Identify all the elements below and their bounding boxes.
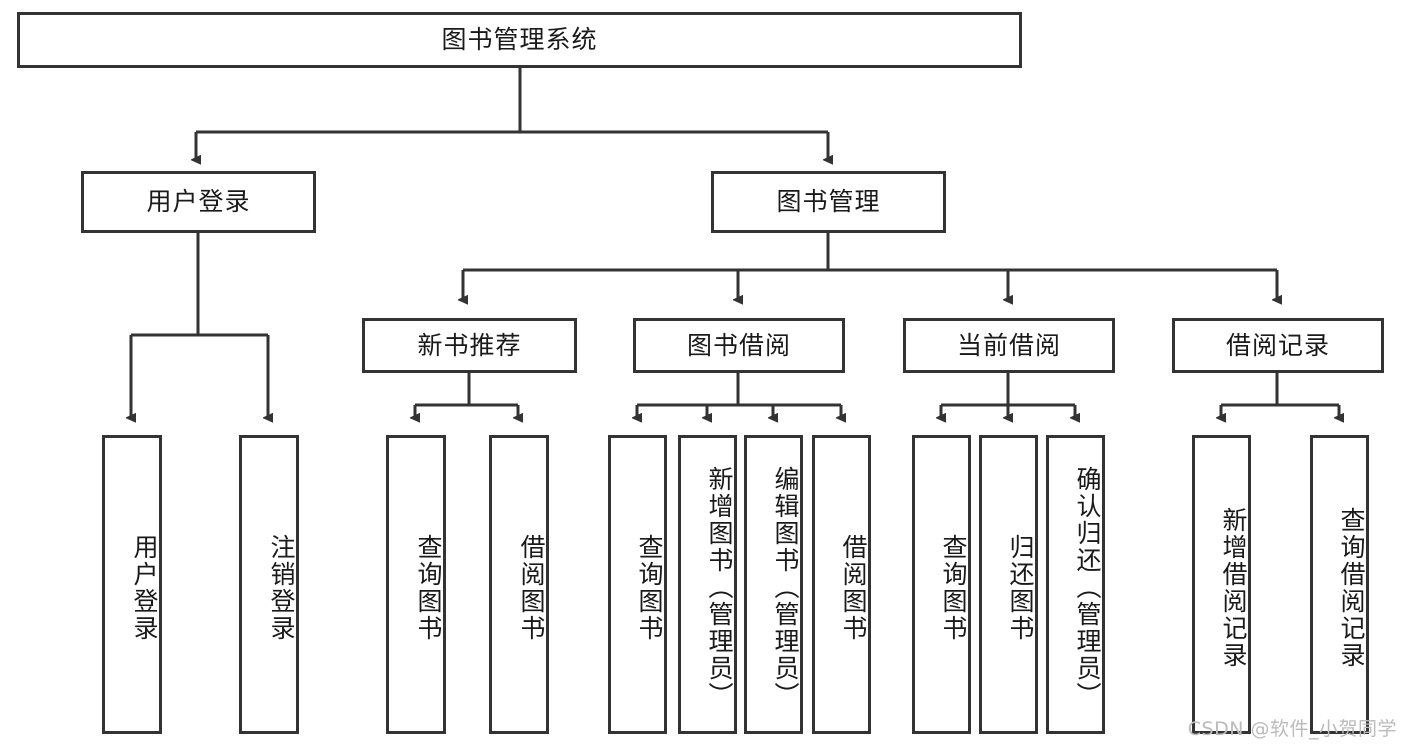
node-user-login[interactable]: 用户登录 <box>81 171 316 233</box>
node-label: 新增图书（管理员） <box>705 466 734 709</box>
leaf-query-book-recommend[interactable]: 查询图书 <box>386 435 446 734</box>
node-label: 用户登录 <box>146 187 251 217</box>
node-book-borrow[interactable]: 图书借阅 <box>633 318 845 373</box>
leaf-query-book-current[interactable]: 查询图书 <box>912 435 971 734</box>
leaf-query-book-borrow[interactable]: 查询图书 <box>608 435 667 734</box>
node-label: 新书推荐 <box>417 330 522 360</box>
node-label: 查询图书 <box>939 533 968 642</box>
node-label: 查询图书 <box>414 533 443 642</box>
node-label: 借阅图书 <box>839 533 868 642</box>
node-label: 确认归还（管理员） <box>1073 466 1102 709</box>
node-borrow-record[interactable]: 借阅记录 <box>1172 318 1384 373</box>
node-label: 注销登录 <box>267 533 296 642</box>
node-label: 查询图书 <box>635 533 664 642</box>
leaf-borrow-book-recommend[interactable]: 借阅图书 <box>489 435 549 734</box>
node-label: 编辑图书（管理员） <box>771 466 800 709</box>
node-new-book-recommend[interactable]: 新书推荐 <box>362 318 577 373</box>
node-label: 图书借阅 <box>686 330 791 360</box>
leaf-user-login[interactable]: 用户登录 <box>102 435 162 734</box>
node-label: 查询借阅记录 <box>1337 506 1366 669</box>
node-book-manage[interactable]: 图书管理 <box>711 171 946 233</box>
node-label: 借阅图书 <box>517 533 546 642</box>
node-label: 用户登录 <box>130 533 159 642</box>
watermark-text: CSDN @软件_小贺同学 <box>1187 718 1397 740</box>
node-label: 借阅记录 <box>1225 330 1330 360</box>
node-label: 图书管理系统 <box>441 25 598 55</box>
leaf-borrow-book[interactable]: 借阅图书 <box>812 435 871 734</box>
leaf-return-book[interactable]: 归还图书 <box>979 435 1038 734</box>
leaf-confirm-return[interactable]: 确认归还（管理员） <box>1046 435 1105 734</box>
leaf-edit-book[interactable]: 编辑图书（管理员） <box>744 435 803 734</box>
node-label: 归还图书 <box>1006 533 1035 642</box>
node-label: 新增借阅记录 <box>1219 506 1248 669</box>
leaf-add-borrow-record[interactable]: 新增借阅记录 <box>1192 435 1251 734</box>
node-label: 图书管理 <box>776 187 881 217</box>
leaf-add-book[interactable]: 新增图书（管理员） <box>678 435 737 734</box>
node-root-system[interactable]: 图书管理系统 <box>17 12 1022 68</box>
node-current-borrow[interactable]: 当前借阅 <box>903 318 1115 373</box>
node-label: 当前借阅 <box>956 330 1061 360</box>
leaf-logout-login[interactable]: 注销登录 <box>239 435 299 734</box>
leaf-query-borrow-record[interactable]: 查询借阅记录 <box>1310 435 1369 734</box>
